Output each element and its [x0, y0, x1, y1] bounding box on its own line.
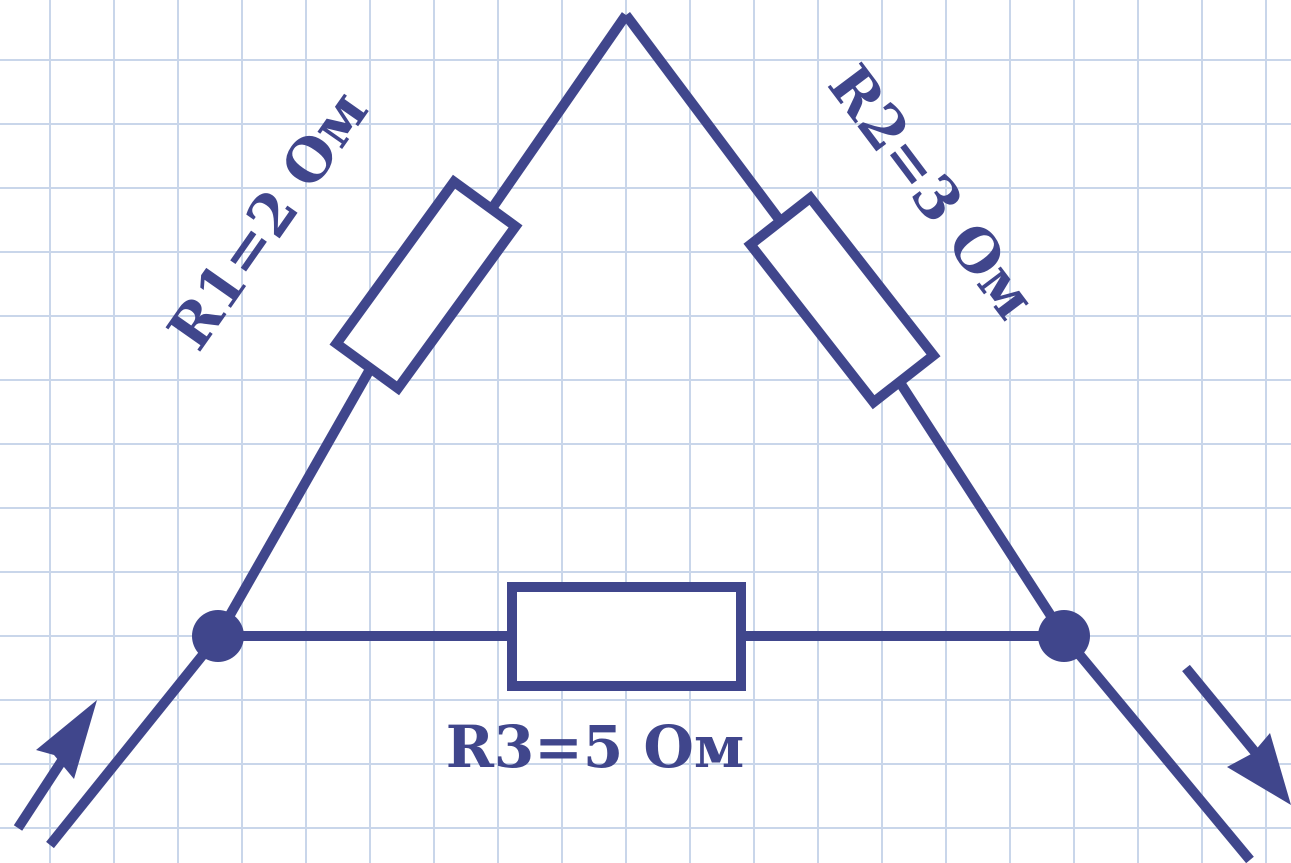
resistor-r3-label: R3=5 Ом [446, 713, 745, 781]
wire-right-upper [621, 12, 786, 225]
wire-left-upper [488, 12, 631, 210]
node-dot-icon [1038, 610, 1090, 662]
wire-right-lower [894, 378, 1069, 639]
node-dot-icon [192, 610, 244, 662]
wire-output-lead [1060, 632, 1254, 863]
wires [46, 12, 1254, 863]
resistor-r3-body [507, 582, 746, 691]
resistor-r1 [329, 174, 523, 396]
resistor-r3 [507, 582, 746, 691]
arrow-up-right-icon [13, 700, 97, 831]
resistor-r2 [743, 190, 941, 410]
resistor-r2-body [743, 190, 941, 410]
resistor-r1-body [329, 174, 523, 396]
resistor-r1-label: R1=2 Ом [154, 78, 381, 362]
wire-left-lower [213, 361, 378, 639]
wire-input-lead [46, 632, 222, 849]
arrow-down-right-icon [1182, 664, 1291, 805]
